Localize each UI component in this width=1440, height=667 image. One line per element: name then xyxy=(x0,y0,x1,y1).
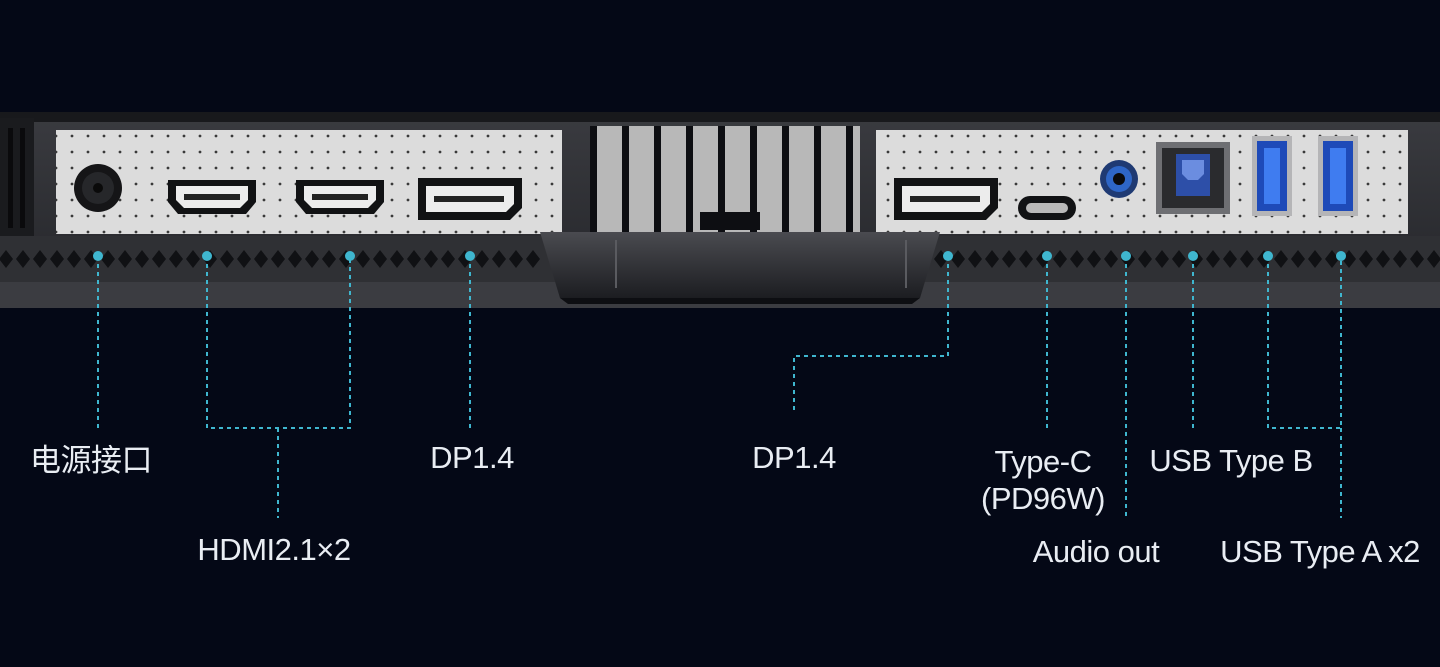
label-audio-out: Audio out xyxy=(1032,534,1160,569)
leader-dot xyxy=(465,251,475,261)
rim-diamond xyxy=(1393,250,1407,268)
rim-diamond xyxy=(1240,250,1254,268)
rim-diamond xyxy=(968,250,982,268)
rim-diamond xyxy=(33,250,47,268)
hdmi-port-icon xyxy=(168,180,256,214)
rim-diamond xyxy=(1070,250,1084,268)
rim-diamond xyxy=(475,250,489,268)
rim-diamond xyxy=(1359,250,1373,268)
rim-diamond xyxy=(1172,250,1186,268)
rim-diamond xyxy=(1410,250,1424,268)
usb-a-port-icon xyxy=(1252,136,1292,216)
rim-diamond xyxy=(322,250,336,268)
rim-diamond xyxy=(390,250,404,268)
leader-dot xyxy=(1263,251,1273,261)
rim-diamond xyxy=(135,250,149,268)
leader-line-usb-a xyxy=(1267,256,1342,518)
rim-diamond xyxy=(1223,250,1237,268)
rim-diamond xyxy=(1138,250,1152,268)
stand-neck xyxy=(540,232,940,304)
rim-diamond xyxy=(492,250,506,268)
label-power-port: 电源接口 xyxy=(30,443,153,478)
label-usb-type-b: USB Type B xyxy=(1149,443,1313,478)
dc-power-jack-icon xyxy=(74,164,122,212)
rim-diamond xyxy=(67,250,81,268)
rim-diamond xyxy=(271,250,285,268)
leader-dot xyxy=(943,251,953,261)
rim-diamond xyxy=(441,250,455,268)
leader-dot xyxy=(1336,251,1346,261)
leader-dot xyxy=(1042,251,1052,261)
rim-diamond xyxy=(951,250,965,268)
displayport-icon xyxy=(418,178,522,220)
rim-diamond xyxy=(1206,250,1220,268)
label-hdmi: HDMI2.1×2 xyxy=(197,532,351,567)
label-dp-right: DP1.4 xyxy=(752,440,836,475)
leader-line-hdmi xyxy=(206,256,351,518)
rim-diamond xyxy=(1376,250,1390,268)
lower-rim xyxy=(0,236,1440,308)
leader-dot xyxy=(1188,251,1198,261)
usb-c-port-icon xyxy=(1018,196,1076,220)
rim-diamond xyxy=(237,250,251,268)
rim-diamond xyxy=(305,250,319,268)
rim-diamond xyxy=(0,250,13,268)
rim-diamond xyxy=(254,250,268,268)
rim-diamond xyxy=(509,250,523,268)
rim-diamond xyxy=(985,250,999,268)
usb-a-port-icon xyxy=(1318,136,1358,216)
label-type-c: Type-C (PD96W) xyxy=(981,444,1105,516)
rim-diamond xyxy=(373,250,387,268)
rim-diamond xyxy=(424,250,438,268)
rim-diamond xyxy=(1019,250,1033,268)
rim-diamond xyxy=(1308,250,1322,268)
rim-diamond xyxy=(288,250,302,268)
leader-dot xyxy=(202,251,212,261)
label-usb-type-a: USB Type A x2 xyxy=(1220,534,1420,569)
leader-lines xyxy=(97,256,1342,518)
rim-diamond xyxy=(1291,250,1305,268)
rim-diamond xyxy=(1274,250,1288,268)
audio-jack-icon xyxy=(1100,160,1138,198)
rim-diamond xyxy=(526,250,540,268)
rim-diamond xyxy=(1053,250,1067,268)
rim-diamond xyxy=(16,250,30,268)
hdmi-port-icon xyxy=(296,180,384,214)
rim-diamond xyxy=(50,250,64,268)
leader-dot xyxy=(345,251,355,261)
leader-line-dp-right xyxy=(793,256,949,412)
center-vent-block xyxy=(590,126,860,238)
rim-diamond xyxy=(1155,250,1169,268)
label-dp-left: DP1.4 xyxy=(430,440,514,475)
usb-b-port-icon xyxy=(1156,142,1230,214)
rim-diamond xyxy=(118,250,132,268)
rim-diamond xyxy=(1325,250,1339,268)
leader-dot xyxy=(93,251,103,261)
rim-diamond xyxy=(186,250,200,268)
rim-diamond xyxy=(1427,250,1440,268)
rim-diamond xyxy=(407,250,421,268)
rim-diamond xyxy=(220,250,234,268)
rim-diamond xyxy=(1104,250,1118,268)
rim-diamond xyxy=(356,250,370,268)
rim-diamond xyxy=(1087,250,1101,268)
leader-dots xyxy=(93,251,1346,261)
leader-dot xyxy=(1121,251,1131,261)
rim-diamond xyxy=(1002,250,1016,268)
rim-diamond xyxy=(101,250,115,268)
rim-diamond xyxy=(152,250,166,268)
displayport-icon xyxy=(894,178,998,220)
rim-diamond xyxy=(169,250,183,268)
